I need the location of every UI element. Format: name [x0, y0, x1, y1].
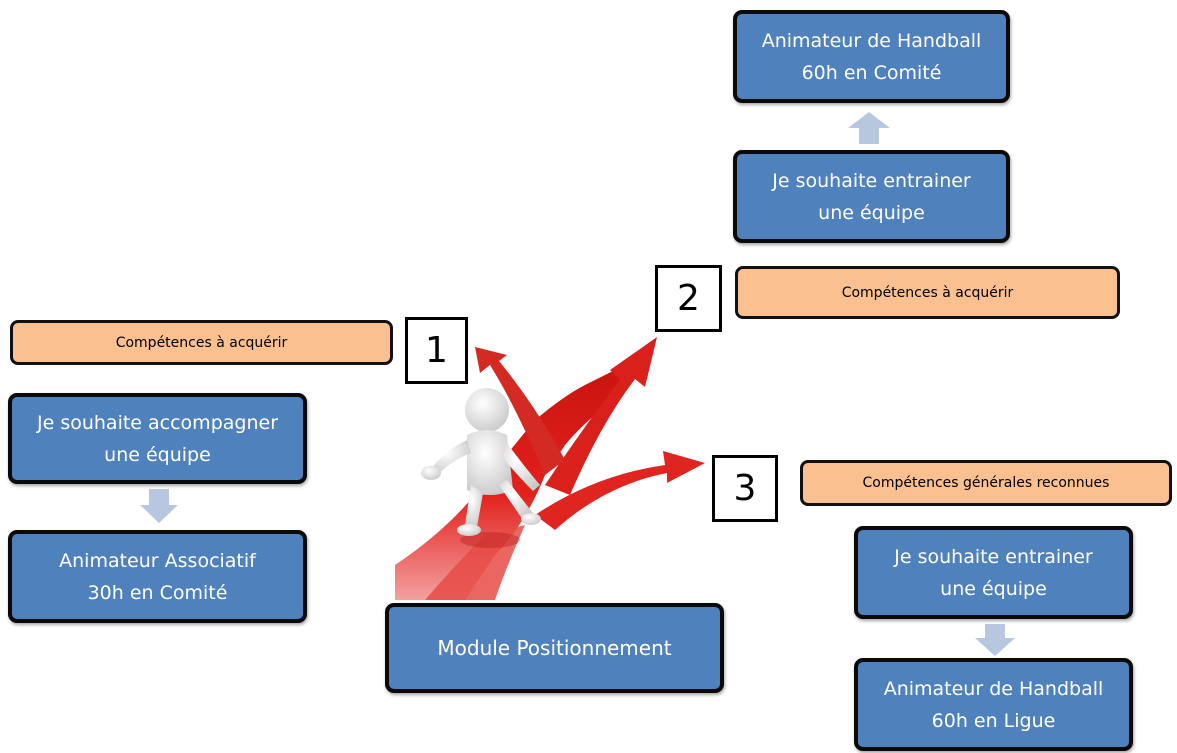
path3-wish-line2: une équipe: [940, 577, 1047, 600]
path1-result-line1: Animateur Associatif: [59, 549, 256, 572]
arrow-to-path-1: [475, 347, 565, 475]
path3-number-box: 3: [712, 455, 778, 522]
path2-number-box: 2: [655, 265, 722, 332]
down-arrow-icon: [975, 624, 1015, 656]
down-arrow-icon: [140, 489, 178, 523]
path1-wish-box: Je souhaite accompagner une équipe: [8, 393, 307, 484]
figure-icon: [421, 388, 541, 548]
path2-number: 2: [677, 278, 700, 319]
path3-result-box: Animateur de Handball 60h en Ligue: [854, 658, 1133, 751]
path3-result-line2: 60h en Ligue: [931, 709, 1056, 732]
path2-skills-label: Compétences à acquérir: [841, 284, 1014, 301]
path2-result-box: Animateur de Handball 60h en Comité: [733, 10, 1010, 103]
crossroads-illustration: [395, 337, 705, 600]
path1-result-box: Animateur Associatif 30h en Comité: [8, 530, 307, 623]
path3-wish-line1: Je souhaite entrainer: [894, 545, 1093, 568]
path3-skills-label: Compétences générales reconnues: [862, 475, 1110, 491]
path3-number: 3: [733, 468, 757, 509]
path1-skills-label: Compétences à acquérir: [115, 334, 288, 351]
up-arrow-icon: [848, 112, 890, 144]
path1-number: 1: [425, 330, 448, 371]
path3-wish-box: Je souhaite entrainer une équipe: [854, 526, 1133, 619]
path2-result-line2: 60h en Comité: [801, 61, 942, 84]
arrow-to-path-3: [535, 451, 705, 530]
path2-wish-line2: une équipe: [818, 201, 925, 224]
path1-wish-line2: une équipe: [104, 443, 211, 466]
center-module-label: Module Positionnement: [437, 636, 672, 660]
arrow-to-path-2: [545, 337, 657, 495]
path2-wish-box: Je souhaite entrainer une équipe: [733, 150, 1010, 243]
path1-wish-line1: Je souhaite accompagner: [36, 411, 279, 434]
path2-result-line1: Animateur de Handball: [761, 29, 982, 52]
path3-result-line1: Animateur de Handball: [883, 677, 1104, 700]
path2-wish-line1: Je souhaite entrainer: [772, 169, 971, 192]
path1-number-box: 1: [405, 317, 468, 384]
path1-result-line2: 30h en Comité: [87, 581, 228, 604]
path3-skills-bar: Compétences générales reconnues: [800, 460, 1172, 506]
center-module-box: Module Positionnement: [385, 603, 724, 693]
path1-skills-bar: Compétences à acquérir: [10, 320, 393, 365]
path2-skills-bar: Compétences à acquérir: [735, 266, 1120, 319]
